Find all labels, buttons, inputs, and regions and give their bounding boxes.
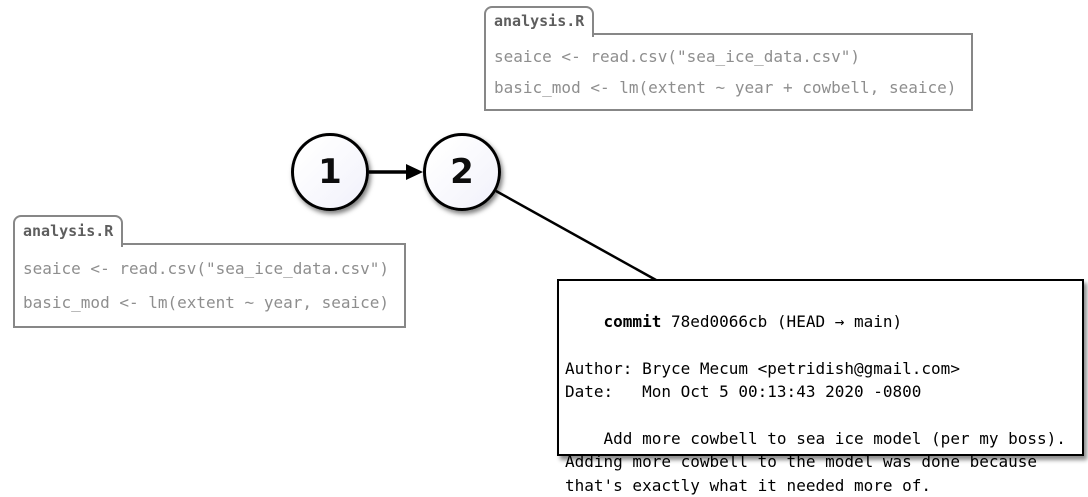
code-line: basic_mod <- lm(extent ~ year, seaice): [23, 293, 396, 312]
commit-node-1: 1: [291, 133, 369, 211]
commit-node-2: 2: [423, 133, 501, 211]
commit-hash-ref: 78ed0066cb (HEAD → main): [661, 312, 902, 331]
file-tab-analysis-r-v1: analysis.R: [13, 215, 123, 247]
commit-hash-line: commit 78ed0066cb (HEAD → main): [565, 286, 1076, 357]
commit-blank-line: [565, 404, 1076, 427]
code-line: basic_mod <- lm(extent ~ year + cowbell,…: [494, 78, 963, 97]
code-line: seaice <- read.csv("sea_ice_data.csv"): [494, 47, 963, 66]
code-line: seaice <- read.csv("sea_ice_data.csv"): [23, 259, 396, 278]
commit-author-line: Author: Bryce Mecum <petridish@gmail.com…: [565, 357, 1076, 381]
file-box-analysis-r-v2: seaice <- read.csv("sea_ice_data.csv") b…: [484, 33, 973, 111]
file-tab-analysis-r-v2: analysis.R: [484, 6, 594, 37]
commit-keyword: commit: [604, 312, 662, 331]
commit-date-line: Date: Mon Oct 5 00:13:43 2020 -0800: [565, 380, 1076, 404]
git-log-output-box: commit 78ed0066cb (HEAD → main) Author: …: [557, 279, 1084, 456]
arrow-node1-to-node2: [369, 164, 423, 180]
commit-message-line: Add more cowbell to sea ice model (per m…: [565, 427, 1076, 451]
commit-node-2-label: 2: [450, 152, 474, 192]
connector-node2-to-commit-log: [496, 191, 656, 280]
commit-message-line: that's exactly what it needed more of.: [565, 474, 1076, 497]
file-box-analysis-r-v1: seaice <- read.csv("sea_ice_data.csv") b…: [13, 243, 406, 328]
commit-message-line: Adding more cowbell to the model was don…: [565, 450, 1076, 474]
commit-node-1-label: 1: [318, 152, 342, 192]
